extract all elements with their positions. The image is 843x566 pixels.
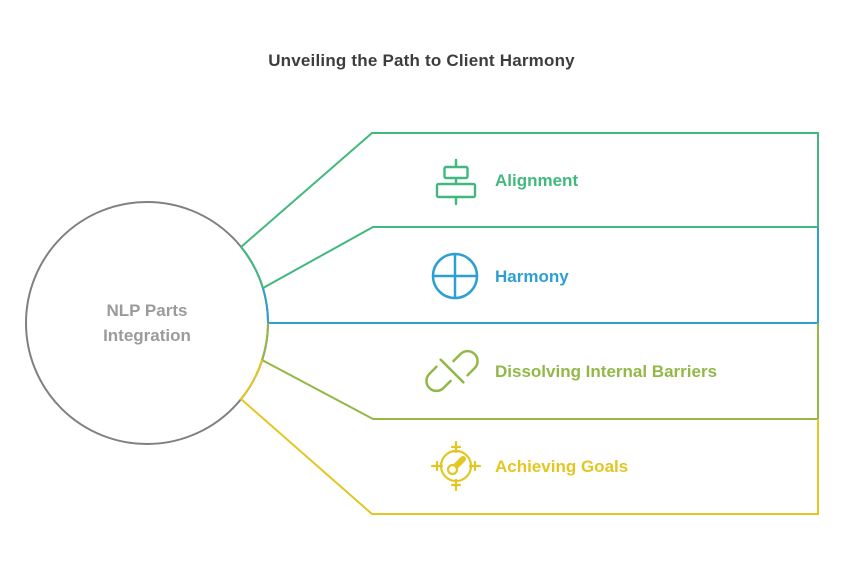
center-circle-label: NLP Parts Integration (103, 301, 191, 345)
split-capsule-icon (421, 340, 483, 402)
page-title: Unveiling the Path to Client Harmony (268, 51, 575, 70)
item-label-achieving: Achieving Goals (495, 457, 629, 476)
align-center-icon (437, 160, 475, 204)
band-shape-alignment (241, 133, 818, 288)
item-label-alignment: Alignment (495, 171, 579, 190)
band-shape-achieving (241, 360, 818, 514)
item-label-harmony: Harmony (495, 267, 569, 286)
band-shape-harmony (263, 227, 818, 323)
item-label-dissolving: Dissolving Internal Barriers (495, 362, 718, 381)
band-shape-dissolving (262, 323, 818, 419)
goal-target-icon (432, 442, 480, 490)
circle-cross-icon (433, 254, 477, 298)
